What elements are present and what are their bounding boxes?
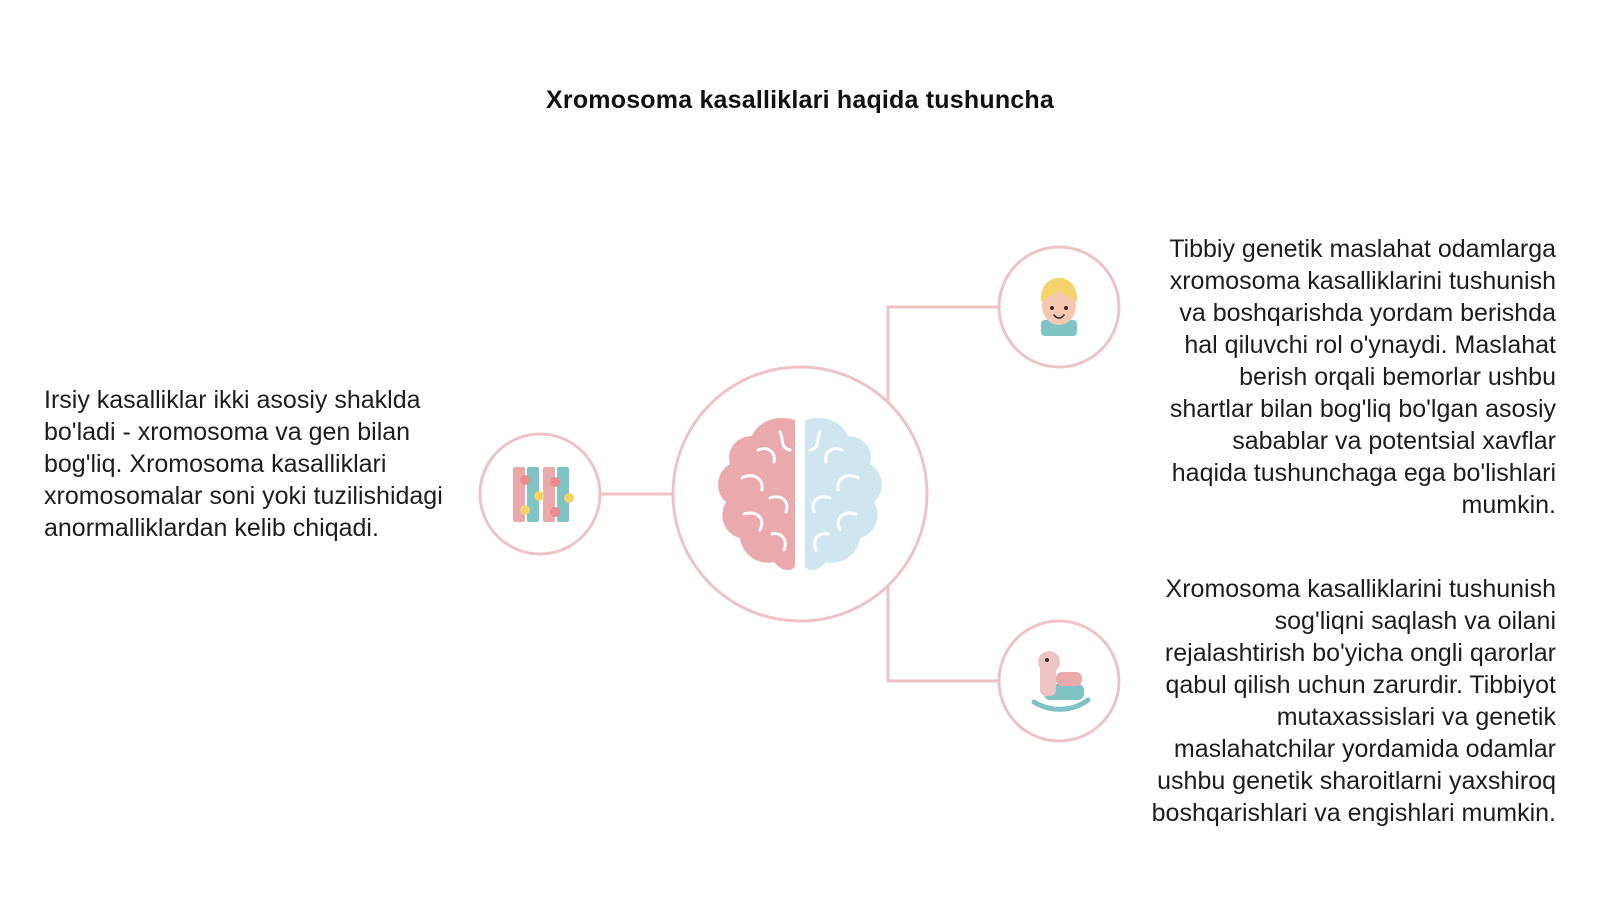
left-node — [478, 432, 602, 556]
center-node — [671, 365, 929, 623]
right-top-node — [997, 245, 1121, 369]
connector-bottom-right — [886, 586, 998, 683]
connector-top-right — [886, 305, 998, 402]
right-top-node-text: Tibbiy genetik maslahat odamlarga xromos… — [1169, 235, 1556, 519]
page-title: Xromosoma kasalliklari haqida tushuncha — [546, 86, 1054, 114]
right-bottom-node-text: Xromosoma kasalliklarini tushunish sog'l… — [1151, 575, 1556, 827]
chromosome-icon — [513, 467, 574, 522]
right-bottom-node — [997, 619, 1121, 743]
brain-icon — [718, 417, 882, 571]
rocking-horse-icon — [1031, 651, 1091, 712]
left-node-text: Irsiy kasalliklar ikki asosiy shaklda bo… — [44, 386, 443, 542]
connectors — [600, 305, 998, 683]
baby-face-icon — [1040, 278, 1078, 336]
